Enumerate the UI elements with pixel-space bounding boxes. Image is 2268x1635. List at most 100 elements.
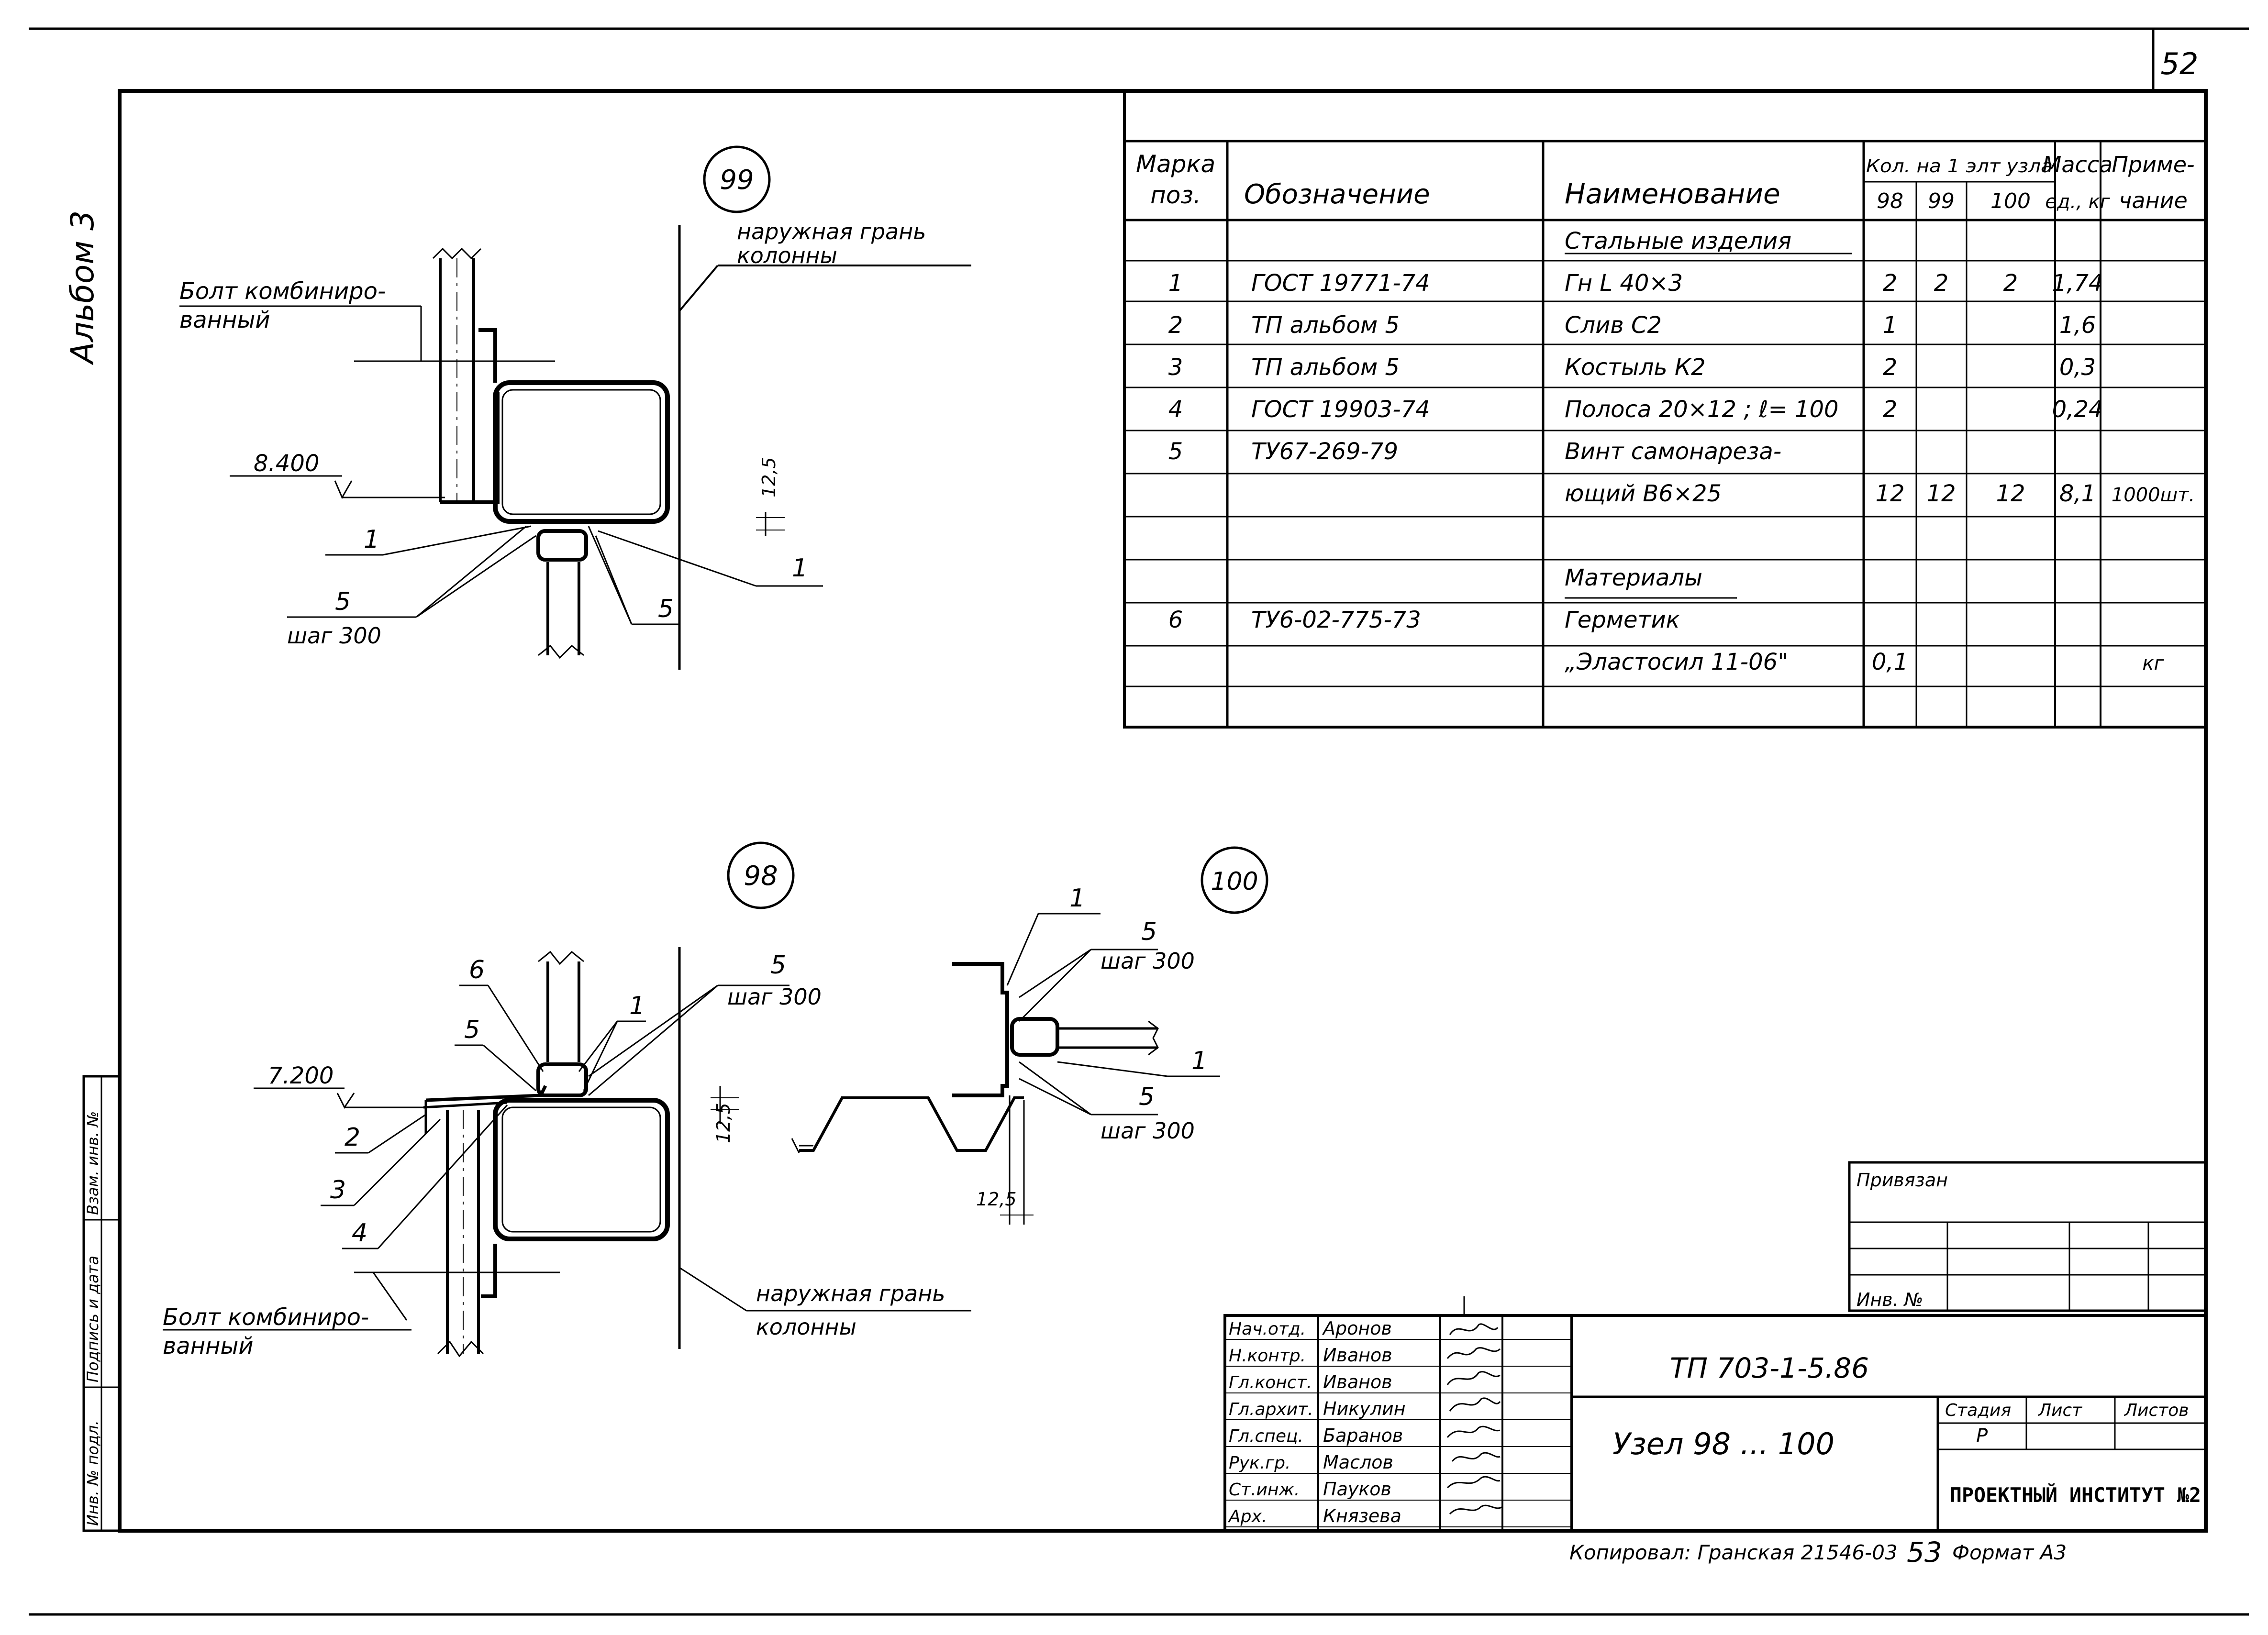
role-name: Пауков [1323, 1479, 1391, 1500]
role-name: Князева [1323, 1505, 1401, 1526]
role-label: Рук.гр. [1229, 1453, 1290, 1473]
spec-cell-mark: 6 [1168, 607, 1183, 633]
node-100-marker [1201, 846, 1268, 914]
role-name: Аронов [1322, 1318, 1392, 1339]
hdr-name: Наименование [1565, 177, 1780, 210]
node-98-bolt-1: Болт комбиниро- [163, 1304, 369, 1331]
node-100-dim: 12,5 [976, 1189, 1017, 1210]
node-98-face-1: наружная грань [756, 1281, 945, 1306]
spec-cell-mass: 1,6 [2059, 312, 2096, 339]
node-100-callout-5b: 5 [1139, 1083, 1155, 1111]
hdr-note-1: Приме- [2112, 152, 2194, 177]
hdr-qty-group: Кол. на 1 элт узла [1866, 155, 2053, 177]
binding-title: Привязан [1857, 1170, 1948, 1191]
node-99-step: шаг 300 [287, 623, 381, 649]
role-name: Никулин [1323, 1398, 1406, 1419]
role-name: Баранов [1323, 1425, 1403, 1446]
node-99-id: 99 [720, 165, 754, 196]
node-98-callout-5b: 5 [770, 951, 786, 980]
node-100-callout-1b: 1 [1191, 1047, 1207, 1075]
node-98-callout-3: 3 [330, 1176, 346, 1204]
title-roles: Нач.отд.АроновН.контр.ИвановГл.конст.Ива… [1225, 1318, 1572, 1527]
role-name: Иванов [1323, 1345, 1392, 1366]
node-98-callout-6: 6 [469, 956, 485, 984]
spec-cell-name: Костыль К2 [1565, 354, 1706, 381]
node-99: 99 наружная грань колонны Болт комбиниро… [179, 145, 971, 670]
node-98-bolt-2: ванный [163, 1333, 254, 1359]
hdr-qty-99: 99 [1928, 189, 1955, 213]
node-99-callout-1b: 1 [792, 554, 808, 583]
spec-cell-mark: 2 [1168, 312, 1183, 339]
node-98: 98 наружная грань колонны 7.200 6 5 [163, 841, 971, 1359]
spec-cell-mark: 4 [1168, 396, 1183, 423]
node-100-id: 100 [1211, 867, 1258, 896]
spec-cell-designation: ТУ67-269-79 [1251, 438, 1398, 465]
hdr-qty-100: 100 [1990, 189, 2031, 213]
role-label: Гл.конст. [1229, 1373, 1312, 1392]
spec-cell-name: Полоса 20×12 ; ℓ= 100 [1565, 396, 1839, 423]
node-99-callout-1a: 1 [364, 525, 379, 554]
stage-label: Стадия [1945, 1401, 2011, 1420]
sheet-number: 52 [2161, 46, 2199, 81]
footer-num: 53 [1907, 1536, 1942, 1569]
node-99-marker [703, 145, 771, 213]
node-98-callout-2: 2 [345, 1123, 360, 1152]
node-99-face-1: наружная грань [737, 219, 926, 244]
spec-cell-q98: 12 [1875, 480, 1904, 507]
spec-cell-q98: 0,1 [1872, 649, 1908, 675]
spec-cell-designation: ТП альбом 5 [1251, 312, 1400, 339]
node-99-bolt-1: Болт комбиниро- [179, 278, 386, 305]
role-label: Н.контр. [1229, 1346, 1306, 1366]
spec-cell-name: „Эластосил 11-06" [1565, 649, 1788, 675]
spec-cell-q100: 12 [1996, 480, 2025, 507]
node-98-callout-5: 5 [464, 1016, 480, 1044]
spec-cell-designation: ТП альбом 5 [1251, 354, 1400, 381]
spec-cell-mark: 3 [1168, 354, 1183, 381]
spec-cell-name: Материалы [1565, 564, 1702, 591]
node-99-face-2: колонны [737, 243, 837, 268]
sheet-label: Лист [2037, 1401, 2082, 1420]
spec-cell-mark: 1 [1168, 270, 1183, 297]
org-name: ПРОЕКТНЫЙ ИНСТИТУТ №2 [1950, 1483, 2201, 1507]
doc-title: Узел 98 ... 100 [1612, 1426, 1834, 1461]
spec-cell-q98: 2 [1883, 354, 1898, 381]
spec-cell-name: Герметик [1565, 607, 1680, 633]
spec-cell-designation: ГОСТ 19903-74 [1251, 396, 1430, 423]
title-block: Нач.отд.АроновН.контр.ИвановГл.конст.Ива… [1223, 1296, 2207, 1532]
stamp-swap-label: Взам. инв. № [84, 1111, 102, 1215]
spec-cell-mass: 1,74 [2052, 270, 2103, 297]
spec-cell-note: кг [2142, 652, 2164, 674]
node-98-dim: 12,5 [713, 1103, 734, 1143]
hdr-note-2: чание [2119, 188, 2188, 213]
spec-cell-q99: 12 [1926, 480, 1956, 507]
footer-format: Формат А3 [1952, 1541, 2067, 1564]
spec-cell-name: Гн L 40×3 [1565, 270, 1683, 297]
node-100-step-a: шаг 300 [1101, 948, 1195, 974]
node-98-callout-4: 4 [352, 1219, 367, 1248]
role-name: Иванов [1323, 1371, 1392, 1392]
spec-row-lines [1124, 260, 2206, 687]
doc-code: ТП 703-1-5.86 [1670, 1352, 1869, 1384]
sheets-label: Листов [2123, 1401, 2189, 1420]
footer-copied: Копировал: Гранская 21546-03 [1569, 1541, 1898, 1564]
binding-box: Привязан Инв. № [1848, 1161, 2207, 1312]
node-98-step: шаг 300 [727, 984, 822, 1010]
node-98-face-2: колонны [756, 1314, 856, 1340]
node-99-dim: 12,5 [758, 457, 779, 497]
spec-cell-mass: 8,1 [2059, 480, 2096, 507]
role-name: Маслов [1323, 1452, 1393, 1473]
hdr-mass-2: ед., кг [2045, 191, 2111, 213]
role-label: Гл.спец. [1229, 1426, 1303, 1446]
role-label: Гл.архит. [1229, 1400, 1313, 1419]
binding-inv: Инв. № [1857, 1289, 1923, 1310]
stamp-sign-label: Подпись и дата [84, 1256, 102, 1382]
spec-cell-name: Винт самонареза- [1565, 438, 1781, 465]
spec-cell-q98: 2 [1883, 396, 1898, 423]
spec-cell-q100: 2 [2003, 270, 2018, 297]
spec-cell-mass: 0,3 [2059, 354, 2096, 381]
node-100-callout-5a: 5 [1141, 917, 1157, 946]
node-98-marker [727, 841, 795, 909]
hdr-mass-1: Масса [2043, 152, 2113, 177]
spec-cell-q98: 2 [1883, 270, 1898, 297]
